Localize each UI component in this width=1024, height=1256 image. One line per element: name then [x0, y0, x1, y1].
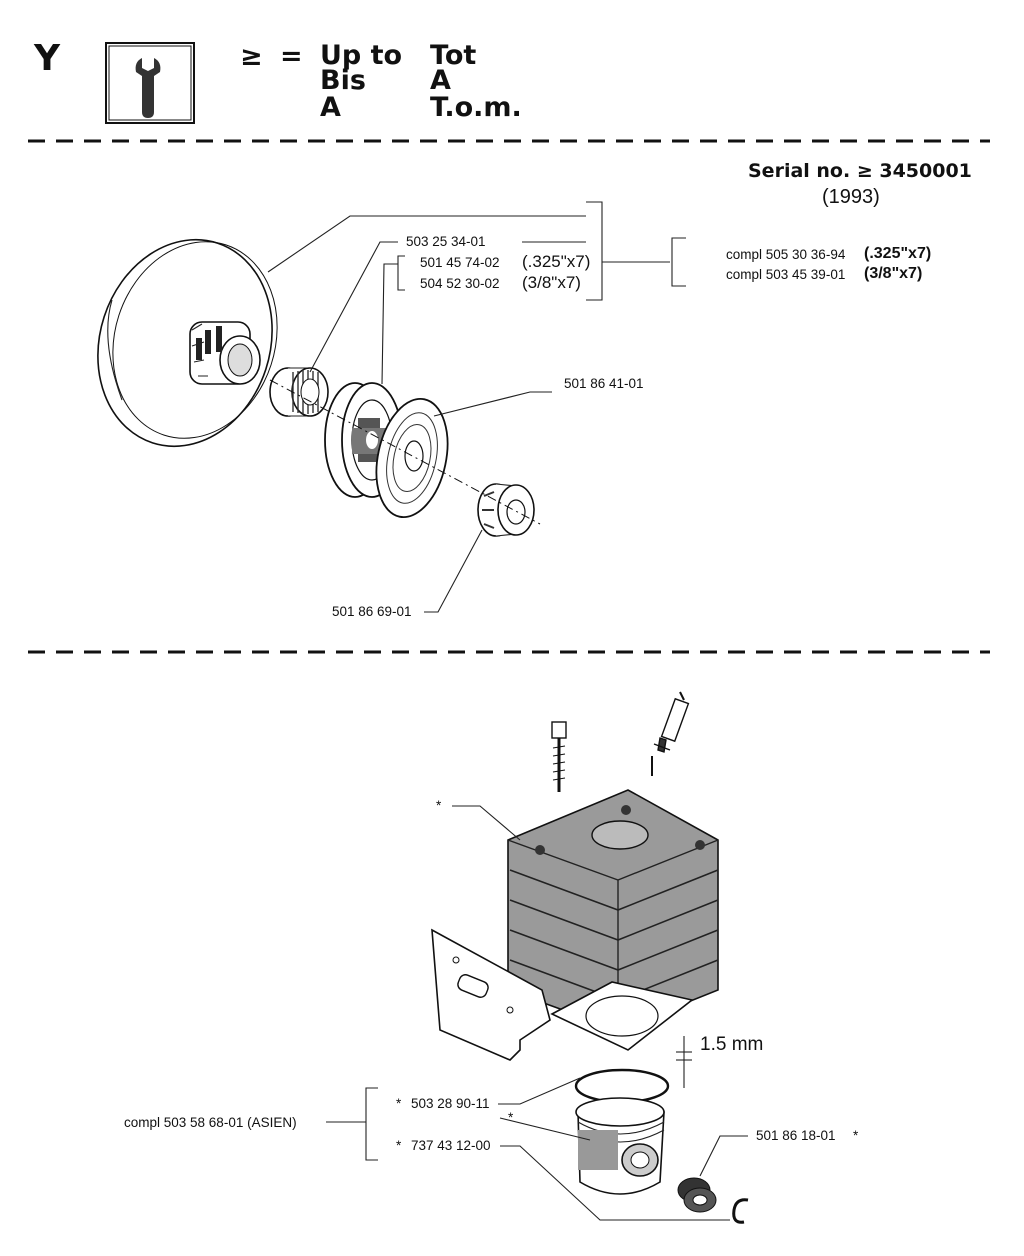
ring-star: * [396, 1096, 402, 1111]
drum-325-spec: (.325"x7) [522, 252, 591, 271]
serial-number-label: Serial no. ≥ 3450001 [748, 160, 972, 182]
compl-label-38: compl 503 45 39-01 [726, 267, 846, 282]
nut-drawing [477, 483, 535, 537]
cylinder-star: * [436, 798, 442, 813]
part-label-washer: 501 86 41-01 [564, 376, 644, 391]
part-label-needle-bearing-small: 501 86 18-01 [756, 1128, 836, 1143]
clutch-leaders [267, 201, 686, 613]
part-label-piston-ring: 503 28 90-11 [411, 1096, 490, 1111]
serial-year: (1993) [822, 186, 880, 208]
part-label-needle-bearing: 503 25 34-01 [406, 234, 486, 249]
compl-spec-325: (.325"x7) [864, 245, 932, 262]
drum-38-spec: (3/8"x7) [522, 273, 581, 292]
symbol-greater-equal: ≥ [240, 41, 263, 72]
legend-col2-tom: T.o.m. [430, 92, 522, 123]
clutch-drum-drawing [97, 238, 278, 448]
base-gasket-drawing [550, 981, 694, 1051]
wrench-icon [105, 42, 195, 124]
part-label-drum-325: 501 45 74-02 [420, 255, 500, 270]
symbol-equals: = [280, 41, 303, 72]
part-label-piston: 737 43 12-00 [411, 1138, 491, 1153]
section-letter: Y [34, 38, 61, 79]
piston-label-star: * [396, 1138, 402, 1153]
compl-piston-kit-label: compl 503 58 68-01 (ASIEN) [124, 1115, 297, 1130]
compl-label-325: compl 505 30 36-94 [726, 247, 846, 262]
legend-col2-a: A [430, 65, 451, 96]
piston-drawing [575, 1097, 665, 1195]
compl-spec-38: (3/8"x7) [864, 265, 923, 282]
muffler-gasket-drawing [431, 928, 551, 1061]
legend-col1-a: A [320, 92, 341, 123]
ring-gap-label: 1.5 mm [700, 1034, 764, 1055]
piston-ring-drawing [574, 1068, 670, 1104]
circlip-drawing [732, 1198, 749, 1224]
cylinder-leaders [326, 805, 748, 1221]
needle-bearing-drawing [269, 367, 329, 417]
piston-star: * [508, 1110, 514, 1125]
part-label-drum-38: 504 52 30-02 [420, 276, 500, 291]
legend-col1-bis: Bis [320, 65, 366, 96]
washer-drawing [375, 397, 449, 519]
ring-gap-marker [676, 1036, 692, 1088]
needle-bearing-star: * [853, 1128, 859, 1143]
legend-col1-up-to: Up to [320, 40, 403, 71]
needle-bearing-small-drawing [677, 1177, 717, 1213]
legend-col2-tot: Tot [430, 40, 477, 71]
spark-plug-drawing [651, 691, 690, 776]
part-label-nut: 501 86 69-01 [332, 604, 412, 619]
screw-drawing [551, 721, 567, 792]
